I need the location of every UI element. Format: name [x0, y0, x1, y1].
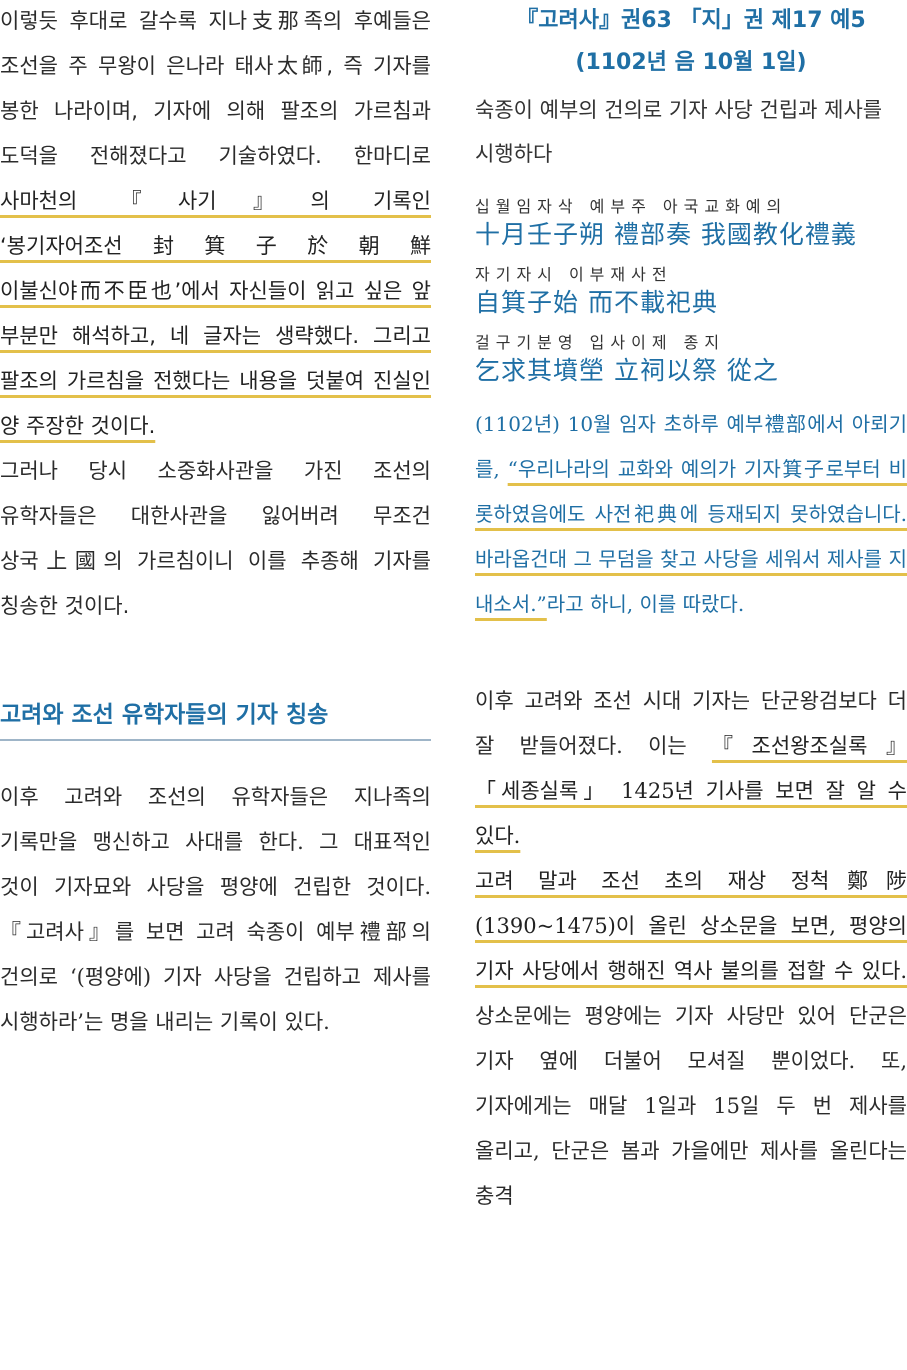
translation-highlight: “우리나라의 교화와 예의가 기자箕子로부터 비롯하였음에도 사전祀典에 등재되… [475, 457, 907, 616]
paragraph-5-highlight: 고려 말과 조선 초의 재상 정척鄭陟(1390~1475)이 올린 상소문을 … [475, 869, 907, 983]
paragraph-5-text: 상소문에는 평양에는 기자 사당만 있어 단군은 기자 옆에 더불어 모셔질 뿐… [475, 1004, 907, 1208]
right-column: 『고려사』권63 「지」권 제17 예5 (1102년 음 10월 1일) 숙종… [475, 0, 907, 1219]
hanja-reading-2: 자기자시 이부재사전 [475, 265, 673, 284]
source-title-line-1: 『고려사』권63 「지」권 제17 예5 [516, 8, 866, 33]
paragraph-3: 이후 고려와 조선의 유학자들은 지나족의 기록만을 맹신하고 사대를 한다. … [0, 775, 431, 1045]
paragraph-2: 그러나 당시 소중화사관을 가진 조선의 유학자들은 대한사관을 잃어버려 무조… [0, 449, 431, 629]
hanja-reading-3: 걸구기분영 입사이제 종지 [475, 333, 726, 352]
hanja-text-3: 乞求其墳塋 立祠以祭 從之 [475, 356, 779, 385]
paragraph-4-highlight: 『조선왕조실록』「세종실록」 1425년 기사를 보면 잘 알 수 있다. [475, 734, 907, 848]
source-summary: 숙종이 예부의 건의로 기자 사당 건립과 제사를 시행하다 [475, 98, 883, 166]
left-column: 이렇듯 후대로 갈수록 지나支那족의 후예들은 조선을 주 무왕이 은나라 태사… [0, 0, 431, 1045]
paragraph-1-text: 이렇듯 후대로 갈수록 지나支那족의 후예들은 조선을 주 무왕이 은나라 태사… [0, 9, 431, 168]
translation-text: (1102년) 10월 임자 초하루 예부禮部에서 아뢰기를, [475, 412, 907, 481]
paragraph-4-text: 이후 고려와 조선 시대 기자는 단군왕검보다 더 잘 받들어졌다. 이는 [475, 689, 907, 758]
translation-tail: 라고 하니, 이를 따랐다. [546, 592, 745, 616]
hanja-reading-1: 십월임자삭 예부주 아국교화예의 [475, 197, 788, 216]
paragraph-4: 이후 고려와 조선 시대 기자는 단군왕검보다 더 잘 받들어졌다. 이는 『조… [475, 679, 907, 859]
paragraph-3-text: 이후 고려와 조선의 유학자들은 지나족의 기록만을 맹신하고 사대를 한다. … [0, 785, 431, 1034]
hanja-text-2: 自箕子始 而不載祀典 [475, 288, 718, 317]
paragraph-5: 고려 말과 조선 초의 재상 정척鄭陟(1390~1475)이 올린 상소문을 … [475, 859, 907, 1219]
section-title: 고려와 조선 유학자들의 기자 칭송 [0, 695, 431, 741]
source-box: 『고려사』권63 「지」권 제17 예5 (1102년 음 10월 1일) 숙종… [475, 0, 907, 627]
paragraph-1-highlight: 사마천의 『사기』의 기록인 ‘봉기자어조선封箕子於朝鮮 이불신야而不臣也’에서… [0, 189, 431, 438]
hanja-block: 십월임자삭 예부주 아국교화예의 十月壬子朔 禮部奏 我國教化禮義 자기자시 이… [475, 196, 907, 388]
translation: (1102년) 10월 임자 초하루 예부禮部에서 아뢰기를, “우리나라의 교… [475, 402, 907, 627]
paragraph-2-text: 그러나 당시 소중화사관을 가진 조선의 유학자들은 대한사관을 잃어버려 무조… [0, 459, 431, 618]
paragraph-1: 이렇듯 후대로 갈수록 지나支那족의 후예들은 조선을 주 무왕이 은나라 태사… [0, 0, 431, 449]
hanja-text-1: 十月壬子朔 禮部奏 我國教化禮義 [475, 220, 857, 249]
source-title-line-2: (1102년 음 10월 1일) [575, 50, 807, 75]
